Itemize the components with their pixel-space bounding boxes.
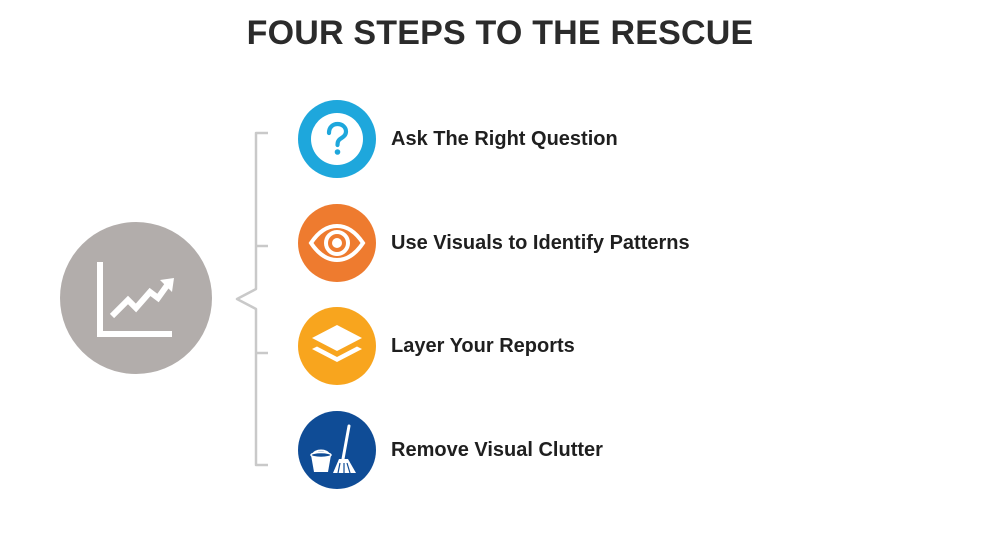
- page-title: FOUR STEPS TO THE RESCUE: [246, 14, 754, 52]
- step-label: Remove Visual Clutter: [391, 439, 603, 461]
- step-ask-question: Ask The Right Question: [298, 100, 858, 178]
- step-label: Use Visuals to Identify Patterns: [391, 232, 690, 254]
- step-label: Ask The Right Question: [391, 128, 618, 150]
- broom-bucket-icon: [310, 424, 356, 474]
- step-circle: [298, 100, 376, 178]
- step-layer-reports: Layer Your Reports: [298, 307, 858, 385]
- eye-icon: [308, 223, 366, 263]
- step-circle: [298, 204, 376, 282]
- step-remove-clutter: Remove Visual Clutter: [298, 411, 858, 489]
- step-circle: [298, 411, 376, 489]
- step-circle: [298, 307, 376, 385]
- step-label: Layer Your Reports: [391, 335, 575, 357]
- step-use-visuals: Use Visuals to Identify Patterns: [298, 204, 858, 282]
- layers-icon: [312, 325, 362, 362]
- hub-circle: [60, 222, 212, 374]
- question-mark-icon: [311, 113, 363, 165]
- trend-chart-icon: [97, 262, 174, 337]
